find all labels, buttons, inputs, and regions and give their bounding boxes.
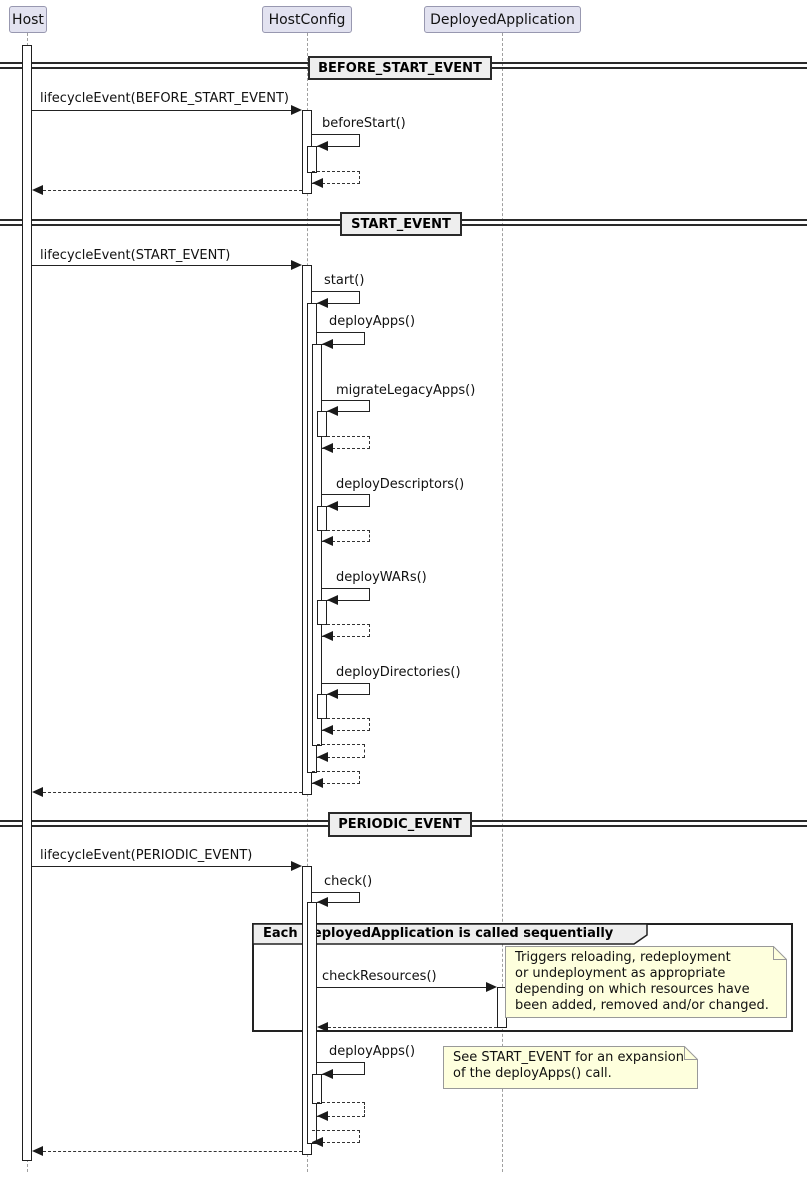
- arrowhead-left: [317, 1111, 328, 1121]
- activation-deploywars: [317, 600, 327, 625]
- arrowhead-left: [322, 536, 333, 546]
- note-shape: [443, 1046, 698, 1089]
- arrowhead-left: [322, 443, 333, 453]
- message-line: [317, 987, 487, 988]
- arrowhead-left: [317, 1022, 328, 1032]
- message-label-beforestart: beforeStart(): [322, 116, 406, 131]
- activation-host: [22, 45, 32, 1161]
- self-call: [322, 683, 370, 695]
- divider-before-start-event: BEFORE_START_EVENT: [308, 56, 492, 80]
- self-call: [312, 134, 360, 147]
- arrowhead-left: [322, 631, 333, 641]
- message-label-lifecycle-periodic: lifecycleEvent(PERIODIC_EVENT): [40, 848, 253, 863]
- message-label-deployapps: deployApps(): [329, 314, 416, 329]
- self-call: [317, 1062, 365, 1075]
- participant-deployedapplication: DeployedApplication: [424, 6, 581, 33]
- arrowhead-left: [32, 787, 43, 797]
- message-label-start: start(): [324, 273, 365, 288]
- arrowhead-left: [327, 406, 338, 416]
- arrowhead-left: [317, 897, 328, 907]
- message-label-deploydescriptors: deployDescriptors(): [336, 477, 465, 492]
- arrowhead-left: [312, 778, 323, 788]
- return-line: [43, 792, 302, 793]
- arrowhead-left: [312, 178, 323, 188]
- divider-start-event: START_EVENT: [340, 212, 462, 236]
- self-return: [312, 1130, 360, 1143]
- message-label-lifecycle-start: lifecycleEvent(START_EVENT): [40, 248, 231, 263]
- self-return: [322, 624, 370, 637]
- self-call: [322, 588, 370, 601]
- activation-deployapps-periodic: [312, 1074, 322, 1104]
- arrowhead-left: [312, 1137, 323, 1147]
- message-label-checkresources: checkResources(): [322, 969, 437, 984]
- activation-check: [307, 902, 317, 1144]
- activation-deployapps: [312, 344, 322, 746]
- message-label-deploywars: deployWARs(): [336, 570, 427, 585]
- arrowhead-left: [317, 752, 328, 762]
- message-label-deploydirectories: deployDirectories(): [336, 665, 461, 680]
- arrowhead-left: [32, 1146, 43, 1156]
- participant-host: Host: [9, 6, 47, 33]
- group-header-shape: [253, 924, 648, 945]
- return-line: [43, 1151, 302, 1152]
- self-return: [312, 171, 360, 184]
- activation-deploydirectories: [317, 694, 327, 719]
- message-line: [32, 265, 292, 266]
- return-line: [43, 190, 302, 191]
- message-label-check: check(): [324, 874, 373, 889]
- self-call: [312, 291, 360, 304]
- self-call: [322, 400, 370, 412]
- activation-beforestart: [307, 146, 317, 173]
- arrowhead-left: [317, 298, 328, 308]
- self-call: [322, 494, 370, 507]
- message-line: [32, 110, 292, 111]
- self-call: [312, 892, 360, 903]
- message-label-lifecycle-before: lifecycleEvent(BEFORE_START_EVENT): [40, 91, 289, 106]
- note-shape: [505, 946, 787, 1018]
- arrowhead-left: [322, 1069, 333, 1079]
- arrowhead-right: [291, 105, 302, 115]
- self-return: [322, 718, 370, 731]
- arrowhead-right: [486, 982, 497, 992]
- activation-deploydescriptors: [317, 506, 327, 531]
- lifeline-deployedapplication: [502, 33, 503, 1172]
- group-header-label: Each DeployedApplication is called seque…: [263, 926, 614, 941]
- self-return: [317, 1102, 365, 1117]
- arrowhead-right: [291, 260, 302, 270]
- self-return: [317, 744, 365, 758]
- arrowhead-left: [327, 595, 338, 605]
- message-label-deployapps-periodic: deployApps(): [329, 1044, 416, 1059]
- participant-hostconfig: HostConfig: [262, 6, 352, 33]
- self-return: [322, 530, 370, 542]
- arrowhead-left: [327, 501, 338, 511]
- message-line: [32, 866, 292, 867]
- self-return: [322, 436, 370, 449]
- arrowhead-left: [322, 725, 333, 735]
- arrowhead-left: [327, 689, 338, 699]
- arrowhead-left: [32, 185, 43, 195]
- activation-migratelegacyapps: [317, 411, 327, 437]
- message-label-migratelegacyapps: migrateLegacyApps(): [336, 383, 476, 398]
- self-call: [317, 332, 365, 345]
- arrowhead-left: [322, 339, 333, 349]
- note-deployapps: See START_EVENT for an expansion of the …: [453, 1050, 684, 1081]
- note-check-resources: Triggers reloading, redeployment or unde…: [515, 950, 769, 1013]
- self-return: [312, 771, 360, 784]
- divider-periodic-event: PERIODIC_EVENT: [328, 812, 472, 837]
- arrowhead-right: [291, 861, 302, 871]
- return-line: [328, 1027, 497, 1028]
- arrowhead-left: [317, 141, 328, 151]
